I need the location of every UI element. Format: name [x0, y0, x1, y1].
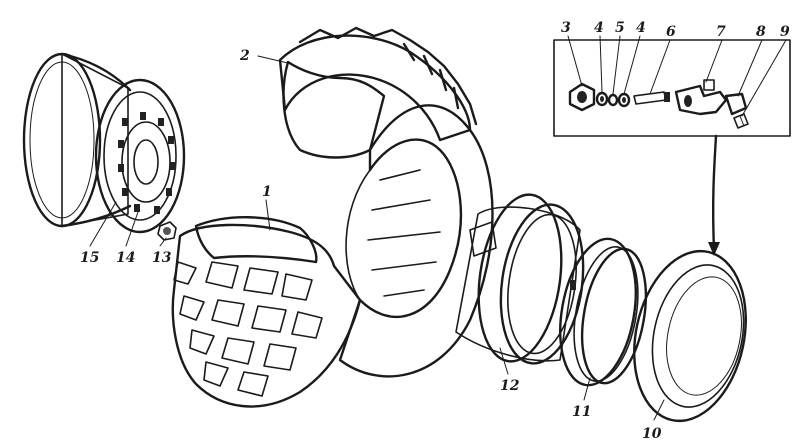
valve-washer-a: [595, 91, 609, 107]
callout-8: 8: [756, 24, 766, 40]
callout-4a: 4: [594, 20, 604, 36]
callout-15: 15: [80, 250, 99, 266]
callout-5: 5: [615, 20, 625, 36]
wheel-rim-drum: [22, 52, 186, 234]
callout-13: 13: [152, 250, 172, 266]
wheel-nut: [157, 221, 177, 241]
callout-11: 11: [572, 404, 591, 420]
tire-flap: [633, 249, 747, 423]
frame-pointer-arrow: [708, 242, 720, 256]
callout-14: 14: [116, 250, 135, 266]
rim-band: [455, 193, 585, 365]
valve-washer-c: [617, 92, 631, 108]
callout-6: 6: [666, 24, 676, 40]
lock-ring: [559, 237, 648, 387]
valve-screw: [733, 113, 749, 129]
leader-lines: [89, 35, 787, 421]
callout-10: 10: [642, 426, 662, 442]
valve-cap: [568, 82, 596, 112]
callout-3: 3: [561, 20, 571, 36]
frame-pointer: [711, 134, 718, 252]
valve-body: [674, 79, 728, 116]
wheel-studs: [118, 112, 176, 214]
valve-parts-frame: [553, 39, 791, 137]
valve-washer-b: [607, 93, 619, 107]
callout-1: 1: [262, 184, 272, 200]
callout-12: 12: [500, 378, 520, 394]
callout-4b: 4: [636, 20, 646, 36]
callout-2: 2: [239, 48, 250, 64]
callout-7: 7: [716, 24, 726, 40]
callout-9: 9: [780, 24, 790, 40]
tire-cutaway: [171, 26, 494, 408]
valve-stem: [633, 91, 670, 105]
valve-elbow: [724, 92, 748, 116]
